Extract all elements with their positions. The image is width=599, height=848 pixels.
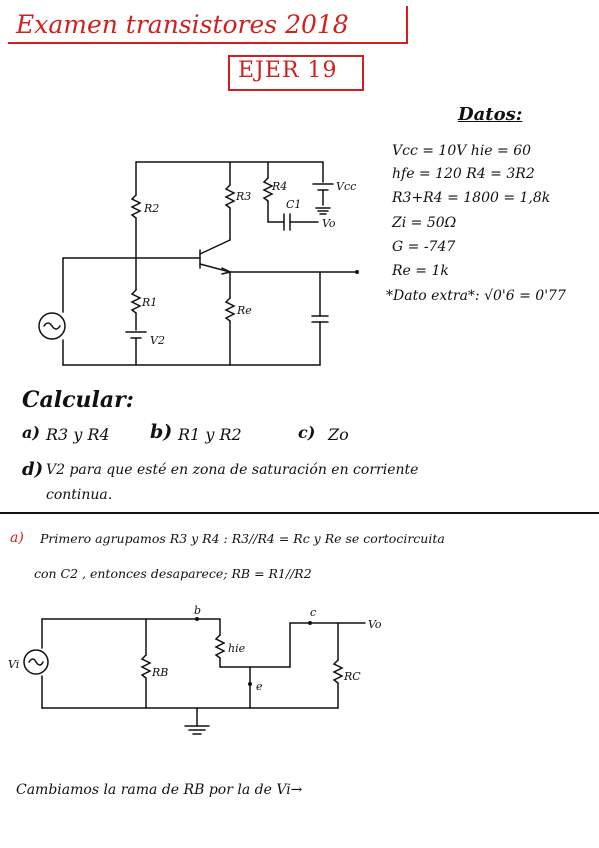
datos-title: Datos: [458, 104, 523, 125]
calcular-title: Calcular: [22, 387, 134, 413]
datos-line: Vcc = 10V hie = 60 [392, 143, 532, 159]
solution-line: Primero agrupamos R3 y R4 : R3//R4 = Rc … [40, 531, 445, 546]
title-box [8, 6, 408, 44]
datos-line: G = -747 [392, 239, 456, 255]
vi-label: Vi [8, 658, 19, 671]
datos-line: Zi = 50Ω [392, 215, 457, 231]
item-c-text: Zo [328, 425, 349, 444]
datos-line: hfe = 120 R4 = 3R2 [392, 166, 535, 182]
solution-line: con C2 , entonces desaparece; RB = R1//R… [34, 566, 312, 581]
r3-label: R3 [235, 190, 251, 203]
item-d-text: V2 para que esté en zona de saturación e… [46, 462, 419, 478]
page-title: Examen transistores 2018 [16, 10, 349, 39]
r4-label: R4 [271, 180, 287, 193]
r2-label: R2 [143, 202, 159, 215]
item-b-text: R1 y R2 [178, 425, 242, 444]
re-label: Re [236, 304, 252, 317]
item-c-letter: c) [298, 423, 316, 442]
section-divider [0, 512, 599, 514]
datos-line: *Dato extra*: √0'6 = 0'77 [386, 288, 566, 304]
item-d-letter: d) [22, 459, 44, 480]
solution-a-marker: a) [10, 530, 24, 546]
rc-label: RC [343, 670, 361, 683]
datos-line: R3+R4 = 1800 = 1,8k [392, 190, 551, 206]
v2-label: V2 [150, 334, 165, 347]
exercise-label: EJER 19 [238, 58, 338, 83]
item-a-letter: a) [22, 423, 40, 442]
item-d-text-2: continua. [46, 487, 113, 503]
node-c-label: c [310, 606, 316, 619]
exercise-box [228, 55, 364, 91]
vo2-label: Vo [368, 618, 382, 631]
hie-label: hie [228, 642, 246, 655]
datos-line: Re = 1k [392, 263, 449, 279]
vcc-label: Vcc [336, 180, 356, 193]
c1-label: C1 [286, 198, 301, 211]
item-a-text: R3 y R4 [46, 425, 110, 444]
rb-label: RB [151, 666, 168, 679]
node-b-label: b [194, 604, 201, 617]
node-e-label: e [256, 680, 263, 693]
solution-line: Cambiamos la rama de RB por la de Vi→ [16, 782, 303, 798]
item-b-letter: b) [150, 421, 173, 443]
vo-label: Vo [322, 217, 336, 230]
r1-label: R1 [141, 296, 157, 309]
